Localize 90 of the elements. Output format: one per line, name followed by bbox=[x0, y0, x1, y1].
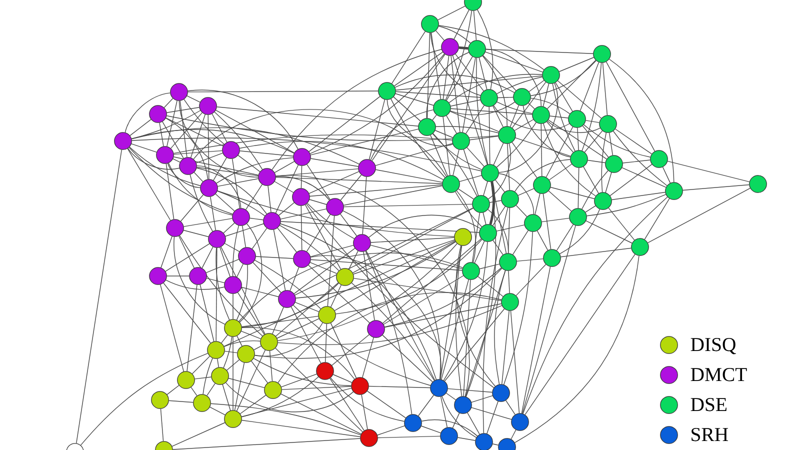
network-node bbox=[156, 146, 174, 164]
network-node bbox=[479, 224, 497, 242]
network-node bbox=[258, 168, 276, 186]
network-node bbox=[200, 179, 218, 197]
network-node bbox=[418, 118, 436, 136]
network-node bbox=[594, 192, 612, 210]
network-node bbox=[316, 362, 334, 380]
network-node bbox=[166, 219, 184, 237]
network-node bbox=[454, 228, 472, 246]
network-node bbox=[293, 250, 311, 268]
network-node bbox=[189, 267, 207, 285]
network-node bbox=[501, 293, 519, 311]
network-node bbox=[462, 262, 480, 280]
legend-label: DMCT bbox=[690, 368, 747, 382]
network-node bbox=[351, 377, 369, 395]
network-node bbox=[149, 105, 167, 123]
network-node bbox=[665, 182, 683, 200]
network-node bbox=[222, 141, 240, 159]
network-node bbox=[468, 40, 486, 58]
network-node bbox=[238, 247, 256, 265]
network-node bbox=[631, 238, 649, 256]
network-node bbox=[199, 97, 217, 115]
network-node bbox=[114, 132, 132, 150]
network-node bbox=[605, 155, 623, 173]
network-node bbox=[464, 0, 482, 11]
network-node bbox=[66, 443, 84, 450]
legend-label: DSE bbox=[690, 398, 726, 412]
network-node bbox=[224, 410, 242, 428]
network-node bbox=[263, 212, 281, 230]
network-node bbox=[749, 175, 767, 193]
network-node bbox=[208, 230, 226, 248]
network-node bbox=[170, 83, 188, 101]
network-node bbox=[177, 371, 195, 389]
network-node bbox=[440, 427, 458, 445]
network-node bbox=[480, 89, 498, 107]
network-node bbox=[442, 175, 460, 193]
network-node bbox=[650, 150, 668, 168]
network-node bbox=[452, 132, 470, 150]
network-node bbox=[358, 159, 376, 177]
network-node bbox=[430, 379, 448, 397]
network-node bbox=[237, 345, 255, 363]
network-node bbox=[367, 320, 385, 338]
network-node bbox=[232, 208, 250, 226]
network-node bbox=[293, 148, 311, 166]
network-node bbox=[179, 157, 197, 175]
network-node bbox=[353, 234, 371, 252]
network-node bbox=[511, 413, 529, 431]
network-node bbox=[278, 290, 296, 308]
network-node bbox=[492, 384, 510, 402]
network-node bbox=[533, 176, 551, 194]
network-node bbox=[593, 45, 611, 63]
network-node bbox=[498, 438, 516, 450]
legend-label: DISQ bbox=[690, 338, 736, 354]
network-node bbox=[475, 433, 493, 450]
network-node bbox=[336, 268, 354, 286]
network-node bbox=[224, 276, 242, 294]
network-node bbox=[155, 441, 173, 450]
network-node bbox=[404, 414, 422, 432]
network-node bbox=[532, 106, 550, 124]
network-node bbox=[524, 214, 542, 232]
network-node bbox=[207, 341, 225, 359]
network-node bbox=[501, 190, 519, 208]
network-node bbox=[149, 267, 167, 285]
network-node bbox=[421, 15, 439, 33]
network-node bbox=[599, 115, 617, 133]
legend-label: SRH bbox=[692, 428, 728, 442]
network-node bbox=[481, 164, 499, 182]
network-node bbox=[513, 88, 531, 106]
network-node bbox=[264, 381, 282, 399]
network-node bbox=[318, 306, 336, 324]
network-node bbox=[569, 208, 587, 226]
network-node bbox=[378, 82, 396, 100]
network-node bbox=[292, 188, 310, 206]
network-node bbox=[260, 333, 278, 351]
network-node bbox=[151, 391, 169, 409]
network-node bbox=[542, 66, 560, 84]
network-node bbox=[499, 253, 517, 271]
network-node bbox=[454, 396, 472, 414]
network-node bbox=[568, 110, 586, 128]
network-node bbox=[193, 394, 211, 412]
network-node bbox=[472, 195, 490, 213]
network-node bbox=[441, 38, 459, 56]
network-node bbox=[543, 249, 561, 267]
network-node bbox=[570, 150, 588, 168]
network-node bbox=[326, 198, 344, 216]
network-node bbox=[498, 126, 516, 144]
network-node bbox=[360, 429, 378, 447]
network-node bbox=[433, 99, 451, 117]
network-node bbox=[211, 367, 229, 385]
network-node bbox=[224, 319, 242, 337]
